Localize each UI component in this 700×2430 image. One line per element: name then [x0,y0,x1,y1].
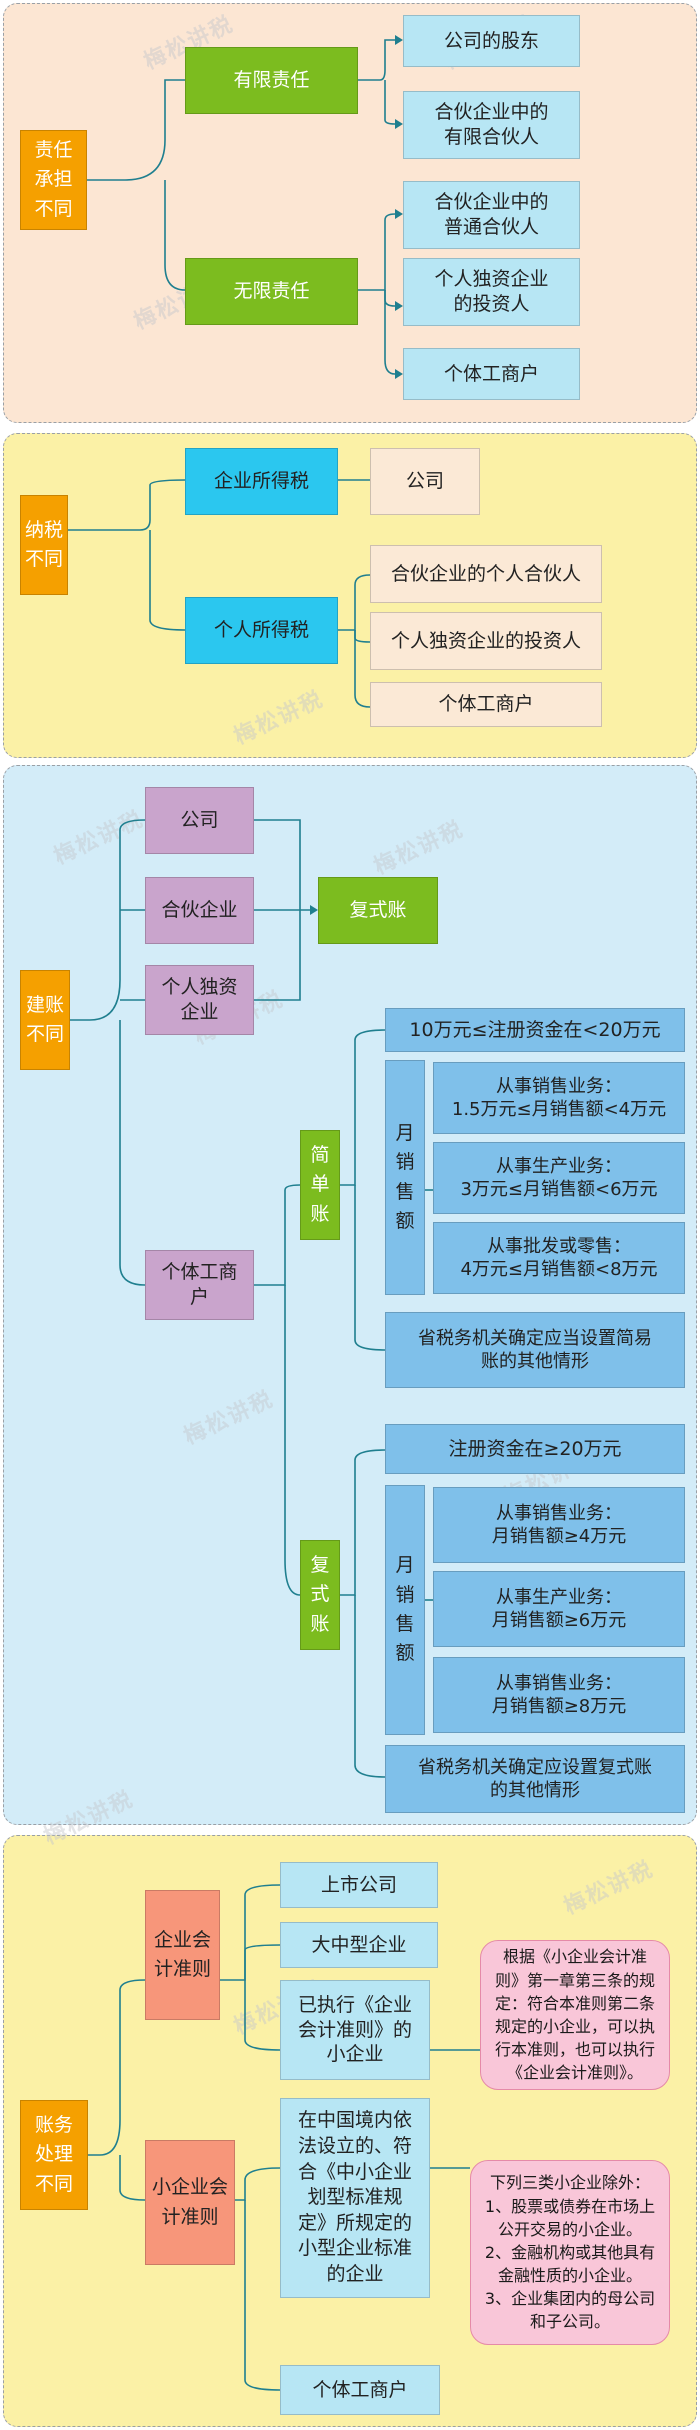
simple-production-range: 从事生产业务： 3万元≤月销售额<6万元 [433,1142,685,1214]
enterprise-standard-box: 企业会 计准则 [145,1890,220,2020]
note-exceptions: 下列三类小企业除外： 1、股票或债券在市场上公开交易的小企业。 2、金融机构或其… [470,2160,670,2345]
liability-title: 责任 承担 不同 [20,130,87,230]
books-sole-box: 个人独资 企业 [145,965,254,1035]
simple-other-cases: 省税务机关确定应当设置简易 账的其他情形 [385,1312,685,1388]
note-small-enterprise-rule: 根据《小企业会计准则》第一章第三条的规定：符合本准则第二条规定的小企业，可以执行… [480,1940,670,2090]
tax-individual-box: 个体工商户 [370,682,602,727]
tax-title: 纳税 不同 [20,495,68,595]
books-individual-box: 个体工商 户 [145,1250,254,1320]
tax-company-box: 公司 [370,448,480,515]
limited-partner-box: 合伙企业中的 有限合伙人 [403,91,580,159]
general-partner-box: 合伙企业中的 普通合伙人 [403,181,580,249]
complex-other-cases: 省税务机关确定应设置复式账 的其他情形 [385,1745,685,1813]
corporate-income-tax: 企业所得税 [185,448,338,515]
shareholder-box: 公司的股东 [403,15,580,67]
large-medium-box: 大中型企业 [280,1922,438,1968]
listed-company-box: 上市公司 [280,1862,438,1908]
books-company-box: 公司 [145,787,254,854]
individual-business-box: 个体工商户 [403,348,580,400]
simple-account-box: 简 单 账 [300,1130,340,1240]
small-enterprise-standard-box: 小企业会 计准则 [145,2140,235,2265]
sole-investor-box: 个人独资企业 的投资人 [403,258,580,326]
books-partnership-box: 合伙企业 [145,877,254,944]
unlimited-liability: 无限责任 [185,258,358,325]
double-entry-box: 复式账 [318,877,438,944]
small-enterprise-adopted-box: 已执行《企业 会计准则》的 小企业 [280,1980,430,2080]
complex-reg-capital: 注册资金在≥20万元 [385,1424,685,1474]
tax-sole-investor-box: 个人独资企业的投资人 [370,612,602,670]
accounting-title: 账务 处理 不同 [20,2100,88,2210]
limited-liability: 有限责任 [185,47,358,114]
complex-monthly-sales-label: 月 销 售 额 [385,1485,425,1735]
simple-monthly-sales-label: 月 销 售 额 [385,1060,425,1295]
complex-sales-range: 从事销售业务： 月销售额≥4万元 [433,1487,685,1563]
simple-wholesale-range: 从事批发或零售： 4万元≤月销售额<8万元 [433,1222,685,1294]
simple-sales-range: 从事销售业务： 1.5万元≤月销售额<4万元 [433,1062,685,1134]
bookkeeping-title: 建账 不同 [20,970,70,1070]
small-individual-box: 个体工商户 [280,2365,440,2415]
complex-account-box: 复 式 账 [300,1540,340,1650]
complex-sales-range-2: 从事销售业务： 月销售额≥8万元 [433,1657,685,1733]
simple-reg-capital: 10万元≤注册资金在<20万元 [385,1008,685,1052]
tax-partner-box: 合伙企业的个人合伙人 [370,545,602,603]
small-enterprise-def-box: 在中国境内依 法设立的、符 合《中小企业 划型标准规 定》所规定的 小型企业标准… [280,2098,430,2298]
personal-income-tax: 个人所得税 [185,597,338,664]
complex-production-range: 从事生产业务： 月销售额≥6万元 [433,1571,685,1647]
